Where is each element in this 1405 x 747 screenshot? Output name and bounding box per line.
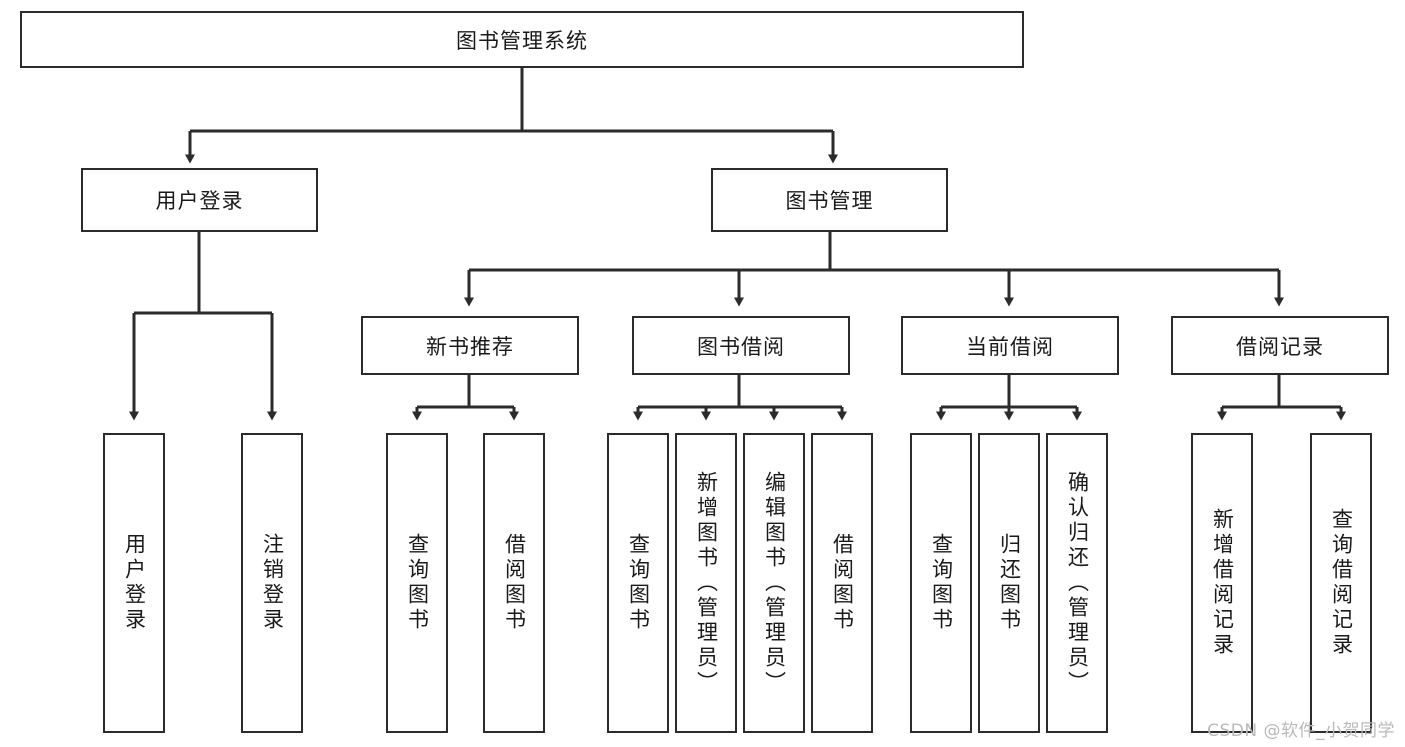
- leaf-book-borrow-query-book[interactable]: 查询图书: [607, 433, 669, 733]
- node-label: 查询图书: [405, 533, 430, 633]
- node-label: 新增借阅记录: [1210, 508, 1235, 658]
- node-label: 查询图书: [626, 533, 651, 633]
- node-root-book-management-system[interactable]: 图书管理系统: [20, 11, 1024, 68]
- leaf-book-borrow-add-book-admin[interactable]: 新增图书（管理员）: [675, 433, 737, 733]
- node-label: 借阅记录: [1236, 334, 1324, 359]
- leaf-book-borrow-borrow-book[interactable]: 借阅图书: [811, 433, 873, 733]
- node-label: 当前借阅: [966, 334, 1054, 359]
- leaf-user-login-logout[interactable]: 注销登录: [241, 433, 303, 733]
- leaf-current-borrow-query-book[interactable]: 查询图书: [910, 433, 972, 733]
- node-label: 编辑图书（管理员）: [762, 470, 787, 696]
- node-label: 确认归还（管理员）: [1065, 470, 1090, 696]
- leaf-current-borrow-confirm-return-admin[interactable]: 确认归还（管理员）: [1046, 433, 1108, 733]
- node-label: 图书管理: [785, 189, 874, 213]
- node-label: 新增图书（管理员）: [694, 470, 719, 696]
- node-label: 查询图书: [929, 533, 954, 633]
- node-new-book-recommend[interactable]: 新书推荐: [361, 316, 579, 375]
- node-label: 归还图书: [997, 533, 1022, 633]
- leaf-new-book-borrow-book[interactable]: 借阅图书: [483, 433, 545, 733]
- node-book-borrow[interactable]: 图书借阅: [632, 316, 850, 375]
- node-label: 借阅图书: [830, 533, 855, 633]
- node-current-borrow[interactable]: 当前借阅: [901, 316, 1119, 375]
- watermark: CSDN @软件_小贺同学: [1207, 721, 1395, 741]
- node-borrow-record[interactable]: 借阅记录: [1171, 316, 1389, 375]
- node-label: 用户登录: [122, 533, 147, 633]
- node-book-management[interactable]: 图书管理: [711, 168, 948, 232]
- leaf-user-login-login[interactable]: 用户登录: [103, 433, 165, 733]
- leaf-current-borrow-return-book[interactable]: 归还图书: [978, 433, 1040, 733]
- node-label: 图书借阅: [697, 334, 785, 359]
- leaf-borrow-record-query-record[interactable]: 查询借阅记录: [1310, 433, 1372, 733]
- node-user-login[interactable]: 用户登录: [81, 168, 318, 232]
- node-label: 图书管理系统: [456, 28, 588, 53]
- node-label: 注销登录: [260, 533, 285, 633]
- leaf-book-borrow-edit-book-admin[interactable]: 编辑图书（管理员）: [743, 433, 805, 733]
- leaf-new-book-query-book[interactable]: 查询图书: [386, 433, 448, 733]
- node-label: 查询借阅记录: [1329, 508, 1354, 658]
- leaf-borrow-record-add-record[interactable]: 新增借阅记录: [1191, 433, 1253, 733]
- node-label: 新书推荐: [426, 334, 514, 359]
- node-label: 用户登录: [155, 189, 244, 213]
- node-label: 借阅图书: [502, 533, 527, 633]
